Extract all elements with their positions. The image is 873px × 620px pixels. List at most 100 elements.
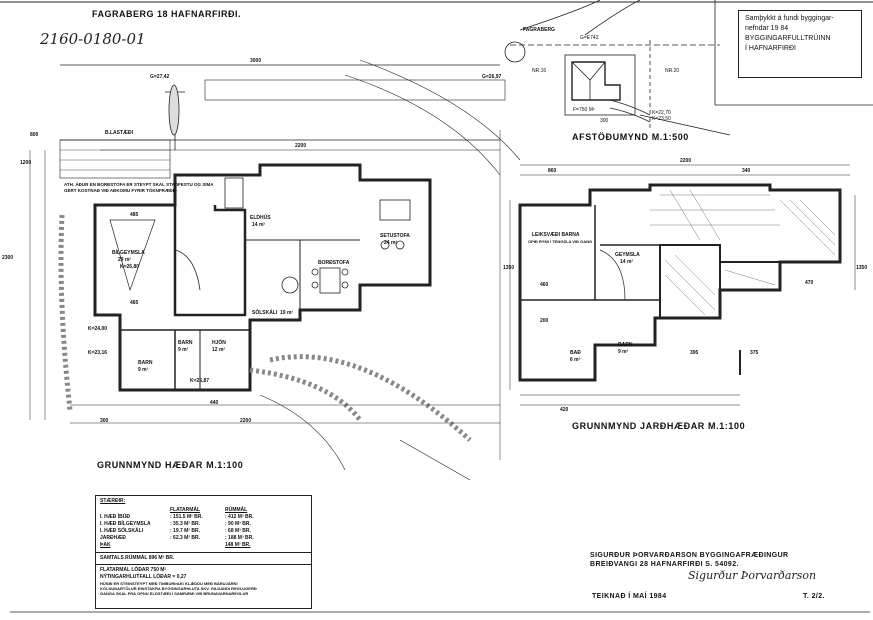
- stamp-line: Í HAFNARFIRÐI: [745, 45, 796, 52]
- row-volume: : 90 M³ BR.: [225, 521, 251, 527]
- room-area: 14 m²: [620, 259, 634, 265]
- room-label: B.LASTÆÐI: [105, 130, 134, 136]
- stamp-line: Samþykkt á fundi byggingar-: [745, 15, 834, 22]
- level: K=23,16: [88, 350, 108, 356]
- room-label: BAÐ: [570, 350, 581, 356]
- dimension: 1350: [503, 265, 515, 271]
- dimension: 200: [540, 318, 549, 324]
- upper-floor-plan-drawing: [29, 59, 521, 481]
- row-area: : 19.7 M² BR.: [170, 528, 201, 534]
- upper-floor-caption: GRUNNMYND HÆÐAR M.1:100: [97, 460, 244, 470]
- site-label: G=E742: [580, 35, 599, 41]
- room-area: 29 m²: [118, 257, 132, 263]
- row-volume: : 412 M³ BR.: [225, 514, 254, 520]
- note-line: GANGA SKAL FRÁ OPNU ELDSTÆÐI Í SAMRÆMI V…: [100, 591, 249, 596]
- area-table: STÆRÐIR: FLATARMÁL RÚMMÁL I. HÆÐ ÍBÚÐ : 1…: [95, 495, 312, 609]
- room-label: SETUSTOFA: [380, 233, 410, 239]
- row-volume: : 68 M³ BR.: [225, 528, 251, 534]
- dimension: 375: [750, 350, 759, 356]
- dimension: 2200: [240, 418, 252, 424]
- table-heading: STÆRÐIR:: [100, 498, 126, 504]
- stamp-line: nefndar 19 84: [745, 25, 789, 32]
- row-volume: 148 M³ BR.: [225, 542, 251, 548]
- row-area: : 151.5 M² BR.: [170, 514, 203, 520]
- row-volume: : 188 M³ BR.: [225, 535, 254, 541]
- ground-floor-caption: GRUNNMYND JARÐHÆÐAR M.1:100: [572, 421, 746, 431]
- site-plan-caption: AFSTÖÐUMYND M.1:500: [572, 132, 689, 142]
- room-label: HJÓN: [212, 340, 226, 346]
- site-label: NR.20: [665, 68, 680, 74]
- dimension: 2200: [295, 143, 307, 149]
- table-header-row: FLATARMÁL RÚMMÁL: [96, 507, 311, 514]
- stamp-line: BYGGINGARFULLTRÚINN: [745, 35, 831, 42]
- row-label: I. HÆÐ BÍLGEYMSLA: [100, 521, 151, 527]
- room-area: 9 m²: [618, 349, 629, 355]
- row-area: : 35.3 M² BR.: [170, 521, 201, 527]
- lot-area-label: F=750 M²: [573, 107, 595, 113]
- room-area: 6 m²: [570, 357, 581, 363]
- room-area: 19 m²: [280, 310, 294, 316]
- table-row: ÞAK 148 M³ BR.: [96, 542, 311, 549]
- table-row: I. HÆÐ ÍBÚÐ : 151.5 M² BR. : 412 M³ BR.: [96, 514, 311, 521]
- room-area: 14 m²: [252, 222, 266, 228]
- dimension: 3000: [250, 58, 262, 64]
- level: K=26,80: [120, 264, 140, 270]
- site-label: 300: [600, 118, 609, 124]
- site-label: NR.16: [532, 68, 547, 74]
- dimension: 300: [100, 418, 109, 424]
- room-label: GEYMSLA: [615, 252, 640, 258]
- room-label: BARN: [618, 342, 633, 348]
- note-line: HÚSIÐ ER STEINSTEYPT MEÐ TIMBURÞAKI KLÆD…: [100, 581, 238, 586]
- drawing-title: FAGRABERG 18 HAFNARFIRÐI.: [92, 9, 242, 19]
- room-label: BARN: [178, 340, 193, 346]
- room-label: SÓLSKÁLI: [252, 310, 278, 316]
- dimension: 2300: [2, 255, 14, 261]
- column-header: RÚMMÁL: [225, 507, 248, 513]
- level: K=24,00: [88, 326, 108, 332]
- room-area: 24 m²: [384, 240, 398, 246]
- utilization-ratio: NÝTINGARHLUTFALL LÓÐAR = 0,27: [100, 574, 187, 580]
- room-label: BORÐSTOFA: [318, 260, 350, 266]
- room-label: ELDHÚS: [250, 215, 271, 221]
- dimension: 1200: [20, 160, 32, 166]
- lot-area: FLATARMÁL LÓÐAR 750 M²: [100, 567, 167, 573]
- table-row: I. HÆÐ SÓLSKÁLI : 19.7 M² BR. : 68 M³ BR.: [96, 528, 311, 535]
- table-row: I. HÆÐ BÍLGEYMSLA : 35.3 M² BR. : 90 M³ BR…: [96, 521, 311, 528]
- dimension: 440: [210, 400, 219, 406]
- row-label: ÞAK: [100, 542, 111, 548]
- table-row: JARÐHÆÐ : 62.3 M² BR. : 188 M³ BR.: [96, 535, 311, 542]
- dimension: 420: [560, 407, 569, 413]
- room-area: 12 m²: [212, 347, 226, 353]
- row-area: [170, 542, 225, 549]
- approval-stamp: Samþykkt á fundi byggingar- nefndar 19 8…: [738, 10, 862, 78]
- designer-name: SIGURÐUR ÞORVARÐARSON BYGGINGAFRÆÐINGUR: [590, 552, 789, 559]
- level: K=25,87: [190, 378, 210, 384]
- level: G=26,97: [482, 74, 502, 80]
- drawing-date: TEIKNAÐ Í MAÍ 1984: [592, 593, 667, 600]
- designer-address: BREIÐVANGI 28 HAFNARFIRÐI S. 54092.: [590, 561, 739, 568]
- dimension: 460: [540, 282, 549, 288]
- room-area: 9 m²: [178, 347, 189, 353]
- room-label: BARN: [138, 360, 153, 366]
- site-label: K=22,70: [652, 110, 671, 116]
- row-label: I. HÆÐ SÓLSKÁLI: [100, 528, 144, 534]
- dimension: 340: [742, 168, 751, 174]
- row-label: I. HÆÐ ÍBÚÐ: [100, 514, 130, 520]
- total-volume: SAMTALS RÚMMÁL 896 M³ BR.: [96, 552, 311, 564]
- dimension: 485: [130, 212, 139, 218]
- room-area: OPIÐ RÝMI Í TENGSLA VIÐ GANG: [528, 239, 593, 244]
- row-label: JARÐHÆÐ: [100, 535, 126, 541]
- dimension: 800: [30, 132, 39, 138]
- room-area: 9 m²: [138, 367, 149, 373]
- row-area: : 62.3 M² BR.: [170, 535, 201, 541]
- signature: Sigurður Þorvarðarson: [688, 569, 817, 582]
- sheet-number: T. 2/2.: [803, 593, 825, 600]
- dimension: 465: [130, 300, 139, 306]
- dimension: 395: [690, 350, 699, 356]
- table-notes: FLATARMÁL LÓÐAR 750 M² NÝTINGARHLUTFALL …: [96, 564, 311, 598]
- column-header: FLATARMÁL: [170, 507, 201, 513]
- file-number: 2160-0180-01: [40, 30, 146, 48]
- site-plan-drawing: [504, 0, 873, 136]
- room-label: BÍLGEYMSLA: [112, 250, 145, 256]
